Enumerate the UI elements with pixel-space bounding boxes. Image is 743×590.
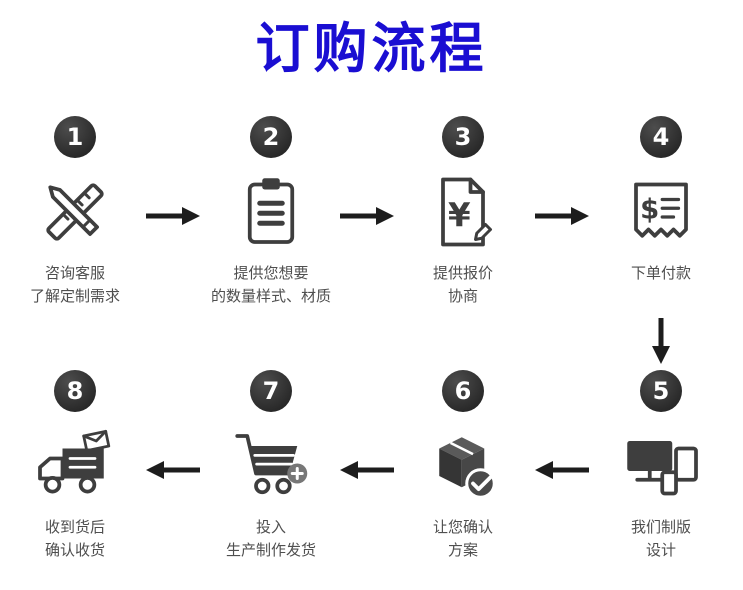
arrow-step5-to-step6	[535, 461, 589, 479]
step-4-number-badge: 4	[640, 116, 682, 158]
step-7-number-badge: 7	[250, 370, 292, 412]
step-4-payment: 4 $ 下单付款	[586, 116, 736, 285]
step-2-number-badge: 2	[250, 116, 292, 158]
svg-text:¥: ¥	[448, 196, 471, 234]
step-6-label: 让您确认 方案	[432, 518, 493, 560]
step-1-label: 咨询客服 了解定制需求	[29, 264, 120, 306]
svg-text:$: $	[640, 193, 659, 225]
payment-receipt-icon: $	[586, 166, 736, 258]
arrow-step7-to-step8	[146, 461, 200, 479]
step-2-label: 提供您想要 的数量样式、材质	[210, 264, 331, 306]
step-5-number-badge: 5	[640, 370, 682, 412]
step-5-label: 我们制版 设计	[630, 518, 691, 560]
delivery-truck-icon	[0, 420, 150, 512]
design-devices-icon	[586, 420, 736, 512]
step-3-label: 提供报价 协商	[432, 264, 493, 306]
step-7-label: 投入 生产制作发货	[225, 518, 316, 560]
step-7-production: 7 投入 生产制作发货	[196, 370, 346, 563]
step-1-number-badge: 1	[54, 116, 96, 158]
arrow-step6-to-step7	[340, 461, 394, 479]
arrow-step2-to-step3	[340, 207, 394, 225]
step-2-requirements: 2 提供您想要 的数量样式、材质	[196, 116, 346, 309]
step-3-number-badge: 3	[442, 116, 484, 158]
step-6-confirm-plan: 6 让您确认 方案	[388, 370, 538, 563]
pen-ruler-icon	[0, 166, 150, 258]
clipboard-icon	[196, 166, 346, 258]
step-8-number-badge: 8	[54, 370, 96, 412]
page-title: 订购流程	[255, 17, 488, 80]
step-4-label: 下单付款	[630, 264, 691, 282]
step-5-design: 5 我们制版 设计	[586, 370, 736, 563]
step-3-quotation: 3 ¥ 提供报价 协商	[388, 116, 538, 309]
step-6-number-badge: 6	[442, 370, 484, 412]
arrow-step1-to-step2	[146, 207, 200, 225]
production-cart-icon	[196, 420, 346, 512]
step-8-receive-goods: 8 收到货后 确认收货	[0, 370, 150, 563]
step-1-consult: 1 咨询客服 了解定制需求	[0, 116, 150, 309]
price-quote-document-icon: ¥	[388, 166, 538, 258]
arrow-step4-to-step5	[652, 318, 670, 364]
package-confirm-icon	[388, 420, 538, 512]
step-8-label: 收到货后 确认收货	[44, 518, 105, 560]
arrow-step3-to-step4	[535, 207, 589, 225]
